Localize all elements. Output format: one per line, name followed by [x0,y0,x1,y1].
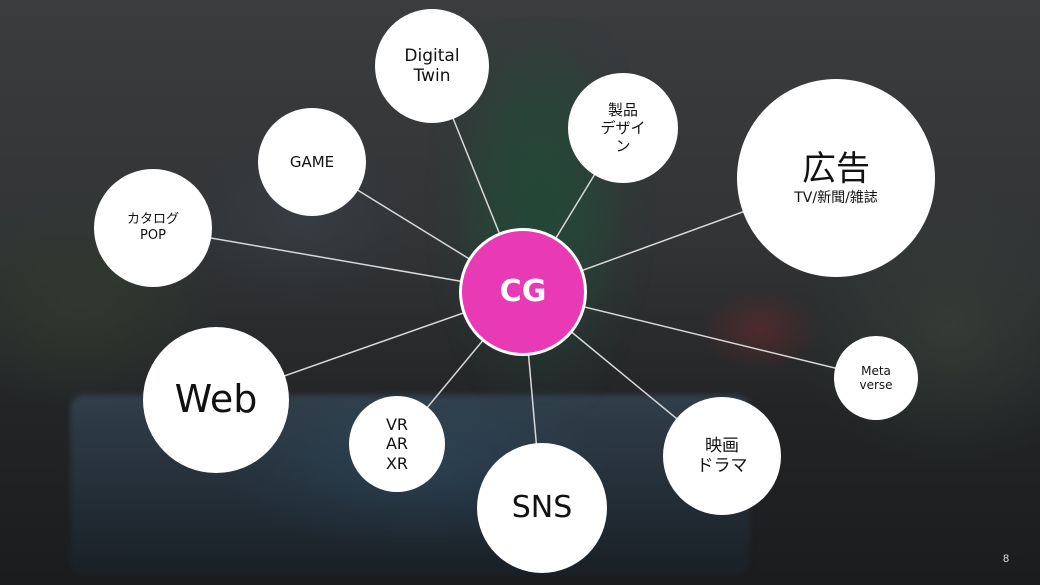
node-seihin-design: 製品 デザイ ン [568,73,678,183]
node-label: VR [385,415,409,435]
node-label: AR [385,434,409,454]
node-label: POP [140,228,166,243]
node-label: GAME [289,153,335,171]
node-label: verse [859,378,893,392]
node-label: XR [385,453,409,473]
center-node-label: CG [499,274,547,309]
node-label: Twin [413,66,451,86]
node-metaverse: Meta verse [834,336,918,420]
node-sublabel: TV/新聞/雑誌 [794,190,878,206]
node-game: GAME [258,108,366,216]
node-koukoku: 広告 TV/新聞/雑誌 [737,79,935,277]
node-eiga-drama: 映画 ドラマ [663,397,781,515]
node-label: Web [174,377,258,422]
node-label: 映画 [705,435,739,456]
node-label: Meta [861,363,891,378]
node-label: Digital [404,45,460,66]
node-label: SNS [511,490,573,525]
center-node-cg: CG [459,228,587,356]
node-label: 広告 [802,149,870,190]
node-label: カタログ [126,212,179,228]
page-number: 8 [1003,553,1010,565]
node-label: デザイ [600,119,646,137]
node-vr-ar-xr: VR AR XR [349,396,445,492]
node-web: Web [143,327,289,473]
node-digital-twin: Digital Twin [375,9,489,123]
node-sns: SNS [477,443,607,573]
node-catalog-pop: カタログ POP [94,169,212,287]
node-label: ン [615,137,631,155]
node-label: ドラマ [696,456,748,476]
node-label: 製品 [607,101,638,119]
